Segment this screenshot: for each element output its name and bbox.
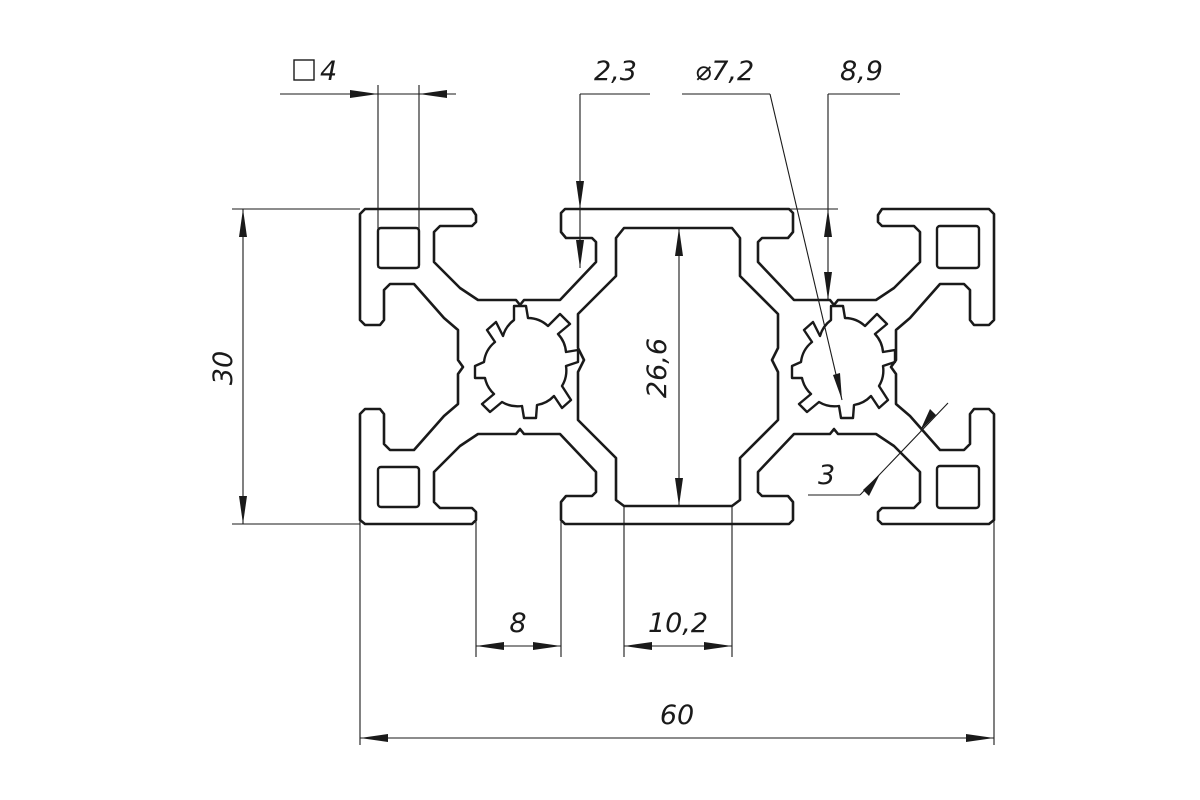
- corner-square-hole: [376, 226, 421, 270]
- wall-thickness-label: 2,3: [594, 56, 637, 87]
- dimension-arrows: [239, 90, 994, 742]
- central-cavity: [576, 226, 780, 508]
- corner-square-hole: [376, 465, 421, 509]
- dimension-lines: [232, 85, 995, 745]
- corner-square-hole: [935, 464, 981, 510]
- cavity-width-label: 10,2: [648, 608, 708, 639]
- slot-square-value: 4: [320, 56, 337, 87]
- profile-outline: [358, 207, 996, 526]
- center-bore-left: [473, 304, 580, 420]
- cavity-height-label: 26,6: [642, 338, 673, 398]
- rib-thickness-label: 3: [818, 460, 835, 491]
- height-label: 30: [208, 351, 239, 385]
- total-width-label: 60: [660, 700, 694, 731]
- slot-depth-label: 8,9: [840, 56, 883, 87]
- slot-width-label: 8: [509, 608, 526, 639]
- slot-square-dimension: 4: [293, 56, 337, 87]
- square-symbol-icon: [293, 59, 315, 81]
- center-bore-label: ⌀7,2: [695, 56, 754, 87]
- center-bore-right: [790, 304, 897, 420]
- corner-square-hole: [935, 224, 981, 270]
